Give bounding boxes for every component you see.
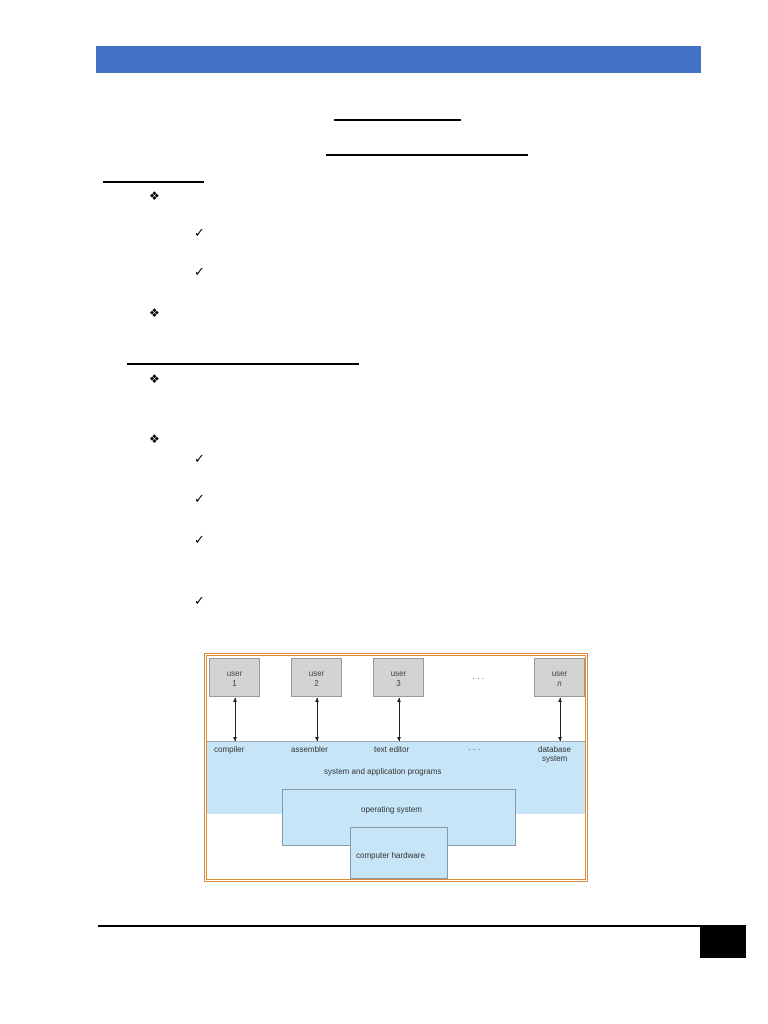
diamond-bullet-icon: ❖ [149, 189, 160, 203]
diamond-bullet-icon: ❖ [149, 372, 160, 386]
program-database-system: system [542, 754, 568, 763]
checkmark-icon: ✓ [194, 265, 205, 280]
user-number: 1 [232, 679, 237, 688]
user-label: user [390, 669, 407, 678]
header-bar [96, 46, 701, 73]
double-arrow-icon [233, 698, 237, 741]
diamond-bullet-icon: ❖ [149, 432, 160, 446]
checkmark-icon: ✓ [194, 533, 205, 548]
os-layers-diagram: compiler assembler text editor · · · dat… [204, 653, 588, 882]
users-ellipsis: · · · [472, 674, 485, 683]
user-label: user [226, 669, 243, 678]
user-number: 2 [314, 679, 319, 688]
user-box-1: user 1 [209, 658, 260, 697]
system-programs-label: system and application programs [324, 767, 442, 776]
double-arrow-icon [397, 698, 401, 741]
subtitle-underline [326, 154, 528, 156]
footer-rule [98, 925, 701, 927]
checkmark-icon: ✓ [194, 594, 205, 609]
program-text-editor: text editor [374, 745, 410, 754]
computer-hardware-label: computer hardware [356, 851, 425, 860]
user-number: n [557, 679, 562, 688]
user-number: 3 [396, 679, 401, 688]
user-box-2: user 2 [291, 658, 342, 697]
checkmark-icon: ✓ [194, 226, 205, 241]
operating-system-label: operating system [361, 805, 422, 814]
program-database: database [538, 745, 571, 754]
checkmark-icon: ✓ [194, 452, 205, 467]
section1-heading-underline [103, 181, 204, 183]
user-label: user [551, 669, 568, 678]
program-ellipsis: · · · [468, 745, 481, 754]
user-label: user [308, 669, 325, 678]
user-box-3: user 3 [373, 658, 424, 697]
computer-hardware-layer: computer hardware [350, 827, 448, 879]
title-underline [334, 119, 461, 121]
section2-heading-underline [127, 363, 359, 365]
operating-system-layer: operating system [282, 789, 516, 846]
diamond-bullet-icon: ❖ [149, 306, 160, 320]
program-assembler: assembler [291, 745, 328, 754]
double-arrow-icon [558, 698, 562, 741]
user-box-n: user n [534, 658, 585, 697]
checkmark-icon: ✓ [194, 492, 205, 507]
page-number-box [700, 925, 746, 958]
double-arrow-icon [315, 698, 319, 741]
program-compiler: compiler [214, 745, 245, 754]
